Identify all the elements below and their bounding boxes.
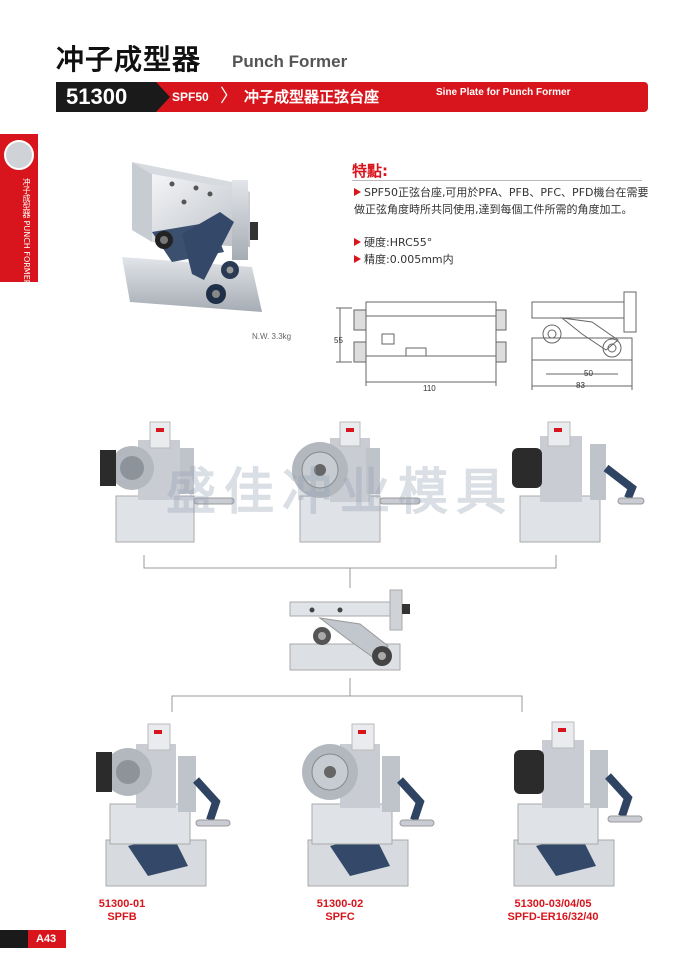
side-category-label: 冲子成型器 PUNCH FORMER: [22, 178, 31, 286]
technical-drawing-side: [336, 301, 507, 386]
product-caption: 51300-03/04/05 SPFD-ER16/32/40: [478, 898, 628, 924]
banner-model: SPF50: [172, 90, 209, 104]
product-code: 51300-03/04/05: [514, 898, 592, 910]
spfc-on-sine-plate-photo: [302, 723, 435, 887]
banner-title-en: Sine Plate for Punch Former: [436, 87, 571, 98]
banner-title-zh: 冲子成型器正弦台座: [244, 88, 380, 106]
sine-plate-center-photo: [289, 589, 410, 671]
punch-former-photo-spfd: [512, 421, 645, 543]
product-code: 51300-02: [316, 898, 364, 910]
features-title: 特點:: [352, 162, 388, 180]
product-caption: 51300-02 SPFC: [300, 898, 380, 924]
technical-drawing-end: [531, 291, 637, 390]
dim-inner: 50: [584, 369, 593, 378]
net-weight: N.W. 3.3kg: [252, 332, 292, 341]
page-title-en: Punch Former: [232, 52, 348, 71]
spfd-on-sine-plate-photo: [513, 721, 643, 887]
features-divider: [352, 180, 642, 181]
product-code: 51300-01: [98, 898, 146, 910]
punch-former-photo-spfb: [100, 421, 235, 543]
watermark: 盛佳冲业模具: [166, 463, 514, 521]
dim-length: 110: [423, 384, 436, 393]
chevron-right-icon: 〉: [220, 86, 238, 107]
punch-former-thumbnail-icon: [4, 140, 34, 170]
product-caption: 51300-01 SPFB: [92, 898, 152, 924]
triangle-bullet-icon: [354, 238, 361, 246]
feature-item: 硬度:HRC55°: [354, 234, 654, 251]
product-name: SPFD-ER16/32/40: [507, 911, 599, 923]
feature-item: SPF50正弦台座,可用於PFA、PFB、PFC、PFD機台在需要做正弦角度時所…: [354, 186, 649, 216]
triangle-bullet-icon: [354, 255, 361, 263]
spfb-on-sine-plate-photo: [96, 723, 231, 887]
feature-item: 精度:0.005mm内: [354, 251, 654, 268]
product-name: SPFC: [325, 911, 355, 923]
triangle-bullet-icon: [354, 188, 361, 196]
sine-plate-photo: [122, 162, 262, 312]
product-code: 51300: [56, 82, 170, 112]
product-name: SPFB: [107, 911, 137, 923]
dim-width: 83: [576, 381, 585, 390]
dim-height: 55: [334, 336, 343, 345]
page-number: A43: [0, 930, 66, 948]
punch-former-photo-spfc: [292, 421, 421, 543]
page-title: 冲子成型器: [56, 43, 202, 76]
